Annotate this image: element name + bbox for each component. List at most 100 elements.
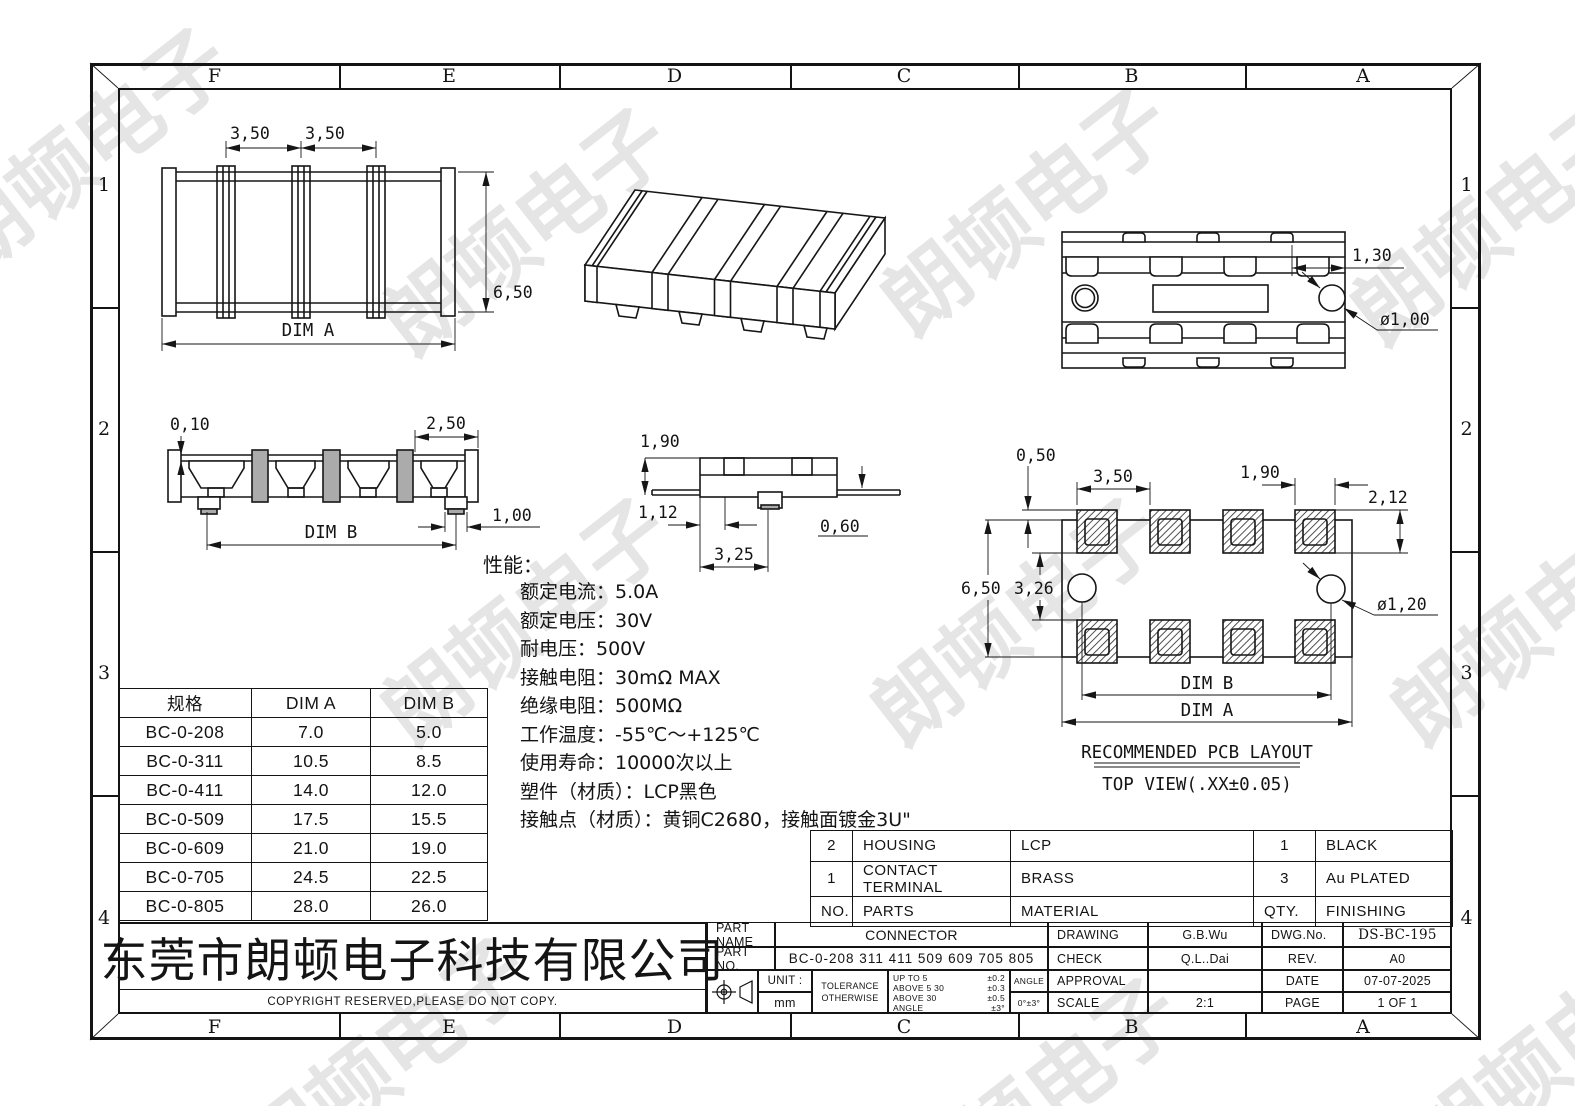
date-label: DATE: [1262, 970, 1343, 992]
dim-label: DIM A: [1181, 701, 1234, 721]
approval-label: APPROVAL: [1048, 970, 1148, 992]
unit-value: mm: [758, 992, 812, 1014]
dim-label: 3,25: [714, 545, 754, 564]
parts-row: 2 HOUSING LCP 1 BLACK: [810, 830, 1453, 862]
dim-label: 0,50: [1016, 446, 1056, 465]
grid-col-label: B: [1124, 64, 1139, 87]
unit-label: UNIT :: [758, 970, 812, 992]
grid-col-label: A: [1356, 64, 1370, 87]
parts-header-row: NO. PARTS MATERIAL QTY. FINISHING: [810, 895, 1453, 928]
grid-row-label: 3: [1460, 662, 1473, 684]
tolerance-label: TOLERANCE OTHERWISE: [812, 970, 888, 1014]
grid-col-label: F: [207, 64, 222, 87]
pcb-layout-subtitle: TOP VIEW(.XX±0.05): [1102, 775, 1292, 795]
company-name: 东莞市朗顿电子科技有限公司: [100, 934, 725, 989]
grid-col-label: B: [1124, 1016, 1139, 1038]
part-no-label: PART NO.: [707, 945, 775, 973]
angle-label: ANGLE: [1010, 970, 1048, 992]
performance-line: 耐电压：500V: [520, 638, 646, 660]
grid-col-label: E: [442, 64, 456, 87]
dim-label: 3,26: [1014, 579, 1054, 598]
dim-label: 6,50: [493, 283, 533, 302]
view-front: 3,50 3,50 6,50 DIM A: [161, 124, 533, 351]
performance-line: 绝缘电阻：500MΩ: [520, 695, 683, 717]
view-side: 0,10 2,50 1,00 DIM B: [167, 414, 540, 550]
dwg-no-label: DWG.No.: [1262, 922, 1343, 947]
dim-label: DIM B: [305, 523, 358, 543]
dim-label: 1,30: [1352, 246, 1392, 265]
third-angle-projection-icon: [711, 980, 753, 1004]
performance-line: 塑件（材质）：LCP黑色: [520, 780, 717, 803]
page-label: PAGE: [1262, 992, 1343, 1014]
dim-label: ø1,00: [1380, 310, 1430, 329]
rev-label: REV.: [1262, 947, 1343, 970]
part-name-value: CONNECTOR: [775, 922, 1048, 947]
spec-header: 规格: [118, 688, 252, 718]
dwg-no-value: DS-BC-195: [1343, 922, 1452, 947]
dim-label: 1,90: [640, 432, 680, 451]
grid-row-label: 4: [1460, 906, 1473, 929]
parts-table: 2 HOUSING LCP 1 BLACK 1 CONTACT TERMINAL…: [810, 830, 1453, 928]
view-isometric: [583, 189, 887, 340]
grid-row-label: 3: [97, 662, 111, 684]
dim-label: 1,00: [492, 506, 532, 525]
spec-header: DIM B: [370, 688, 488, 718]
rev-value: A0: [1343, 947, 1452, 970]
tolerance-values: UP TO 5±0.2 ABOVE 5 30±0.3 ABOVE 30±0.5 …: [888, 970, 1010, 1014]
performance-line: 额定电压：30V: [520, 609, 653, 632]
angle-value: 0°±3°: [1010, 992, 1048, 1014]
drawing-value: G.B.Wu: [1148, 922, 1262, 947]
date-value: 07-07-2025: [1343, 970, 1452, 992]
grid-row-label: 2: [1460, 418, 1473, 440]
performance-line: 使用寿命：10000次以上: [520, 752, 733, 774]
projection-symbol: [707, 970, 758, 1014]
grid-row-label: 4: [97, 906, 111, 929]
check-label: CHECK: [1048, 947, 1148, 970]
performance-notes: 性能： 额定电流：5.0A 额定电压：30V 耐电压：500V 接触电阻：30m…: [483, 549, 911, 835]
dim-label: 3,50: [305, 124, 345, 143]
performance-line: 接触点（材质）：黄铜C2680，接触面镀金3U": [520, 809, 911, 831]
performance-line: 额定电流：5.0A: [520, 581, 659, 603]
frame-corner-diagonals: [89, 62, 1482, 1041]
dim-label: 3,50: [1093, 467, 1133, 486]
grid-col-label: C: [896, 1016, 912, 1038]
dim-label: 0,60: [820, 517, 860, 536]
view-profile: 1,90 1,12 3,25 0,60: [638, 432, 901, 572]
check-value: Q.L..Dai: [1148, 947, 1262, 970]
grid-col-label: F: [207, 1016, 222, 1038]
dim-label: 1,12: [638, 503, 678, 522]
grid-row-label: 1: [1460, 174, 1473, 196]
view-pcb-layout: 0,50 3,50 1,90 2,12 6,50 3,26 ø1,20 DIM …: [961, 446, 1438, 795]
dim-label: DIM A: [282, 321, 335, 341]
spec-header-row: 规格 DIM A DIM B: [118, 688, 488, 718]
performance-line: 接触电阻：30mΩ MAX: [520, 666, 721, 689]
page-value: 1 OF 1: [1343, 992, 1452, 1014]
company-block: 东莞市朗顿电子科技有限公司 COPYRIGHT RESERVED,PLEASE …: [100, 922, 725, 1014]
grid-row-label: 2: [97, 418, 111, 440]
grid-col-label: A: [1356, 1016, 1370, 1038]
parts-row: 1 CONTACT TERMINAL BRASS 3 Au PLATED: [810, 860, 1453, 897]
grid-col-label: D: [666, 1016, 683, 1038]
grid-row-label: 1: [97, 174, 111, 196]
dim-label: 2,12: [1368, 488, 1408, 507]
dim-label: 0,10: [170, 415, 210, 434]
grid-col-label: E: [442, 1016, 456, 1038]
grid-col-label: D: [666, 64, 683, 87]
copyright-note: COPYRIGHT RESERVED,PLEASE DO NOT COPY.: [120, 989, 705, 1014]
pcb-layout-title: RECOMMENDED PCB LAYOUT: [1081, 743, 1313, 763]
part-name-label: PART NAME: [707, 921, 775, 949]
scale-label: SCALE: [1048, 992, 1148, 1014]
performance-title: 性能：: [483, 553, 543, 577]
title-block: PART NAME CONNECTOR DRAWING G.B.Wu DWG.N…: [707, 921, 1452, 1014]
dim-label: 3,50: [230, 124, 270, 143]
